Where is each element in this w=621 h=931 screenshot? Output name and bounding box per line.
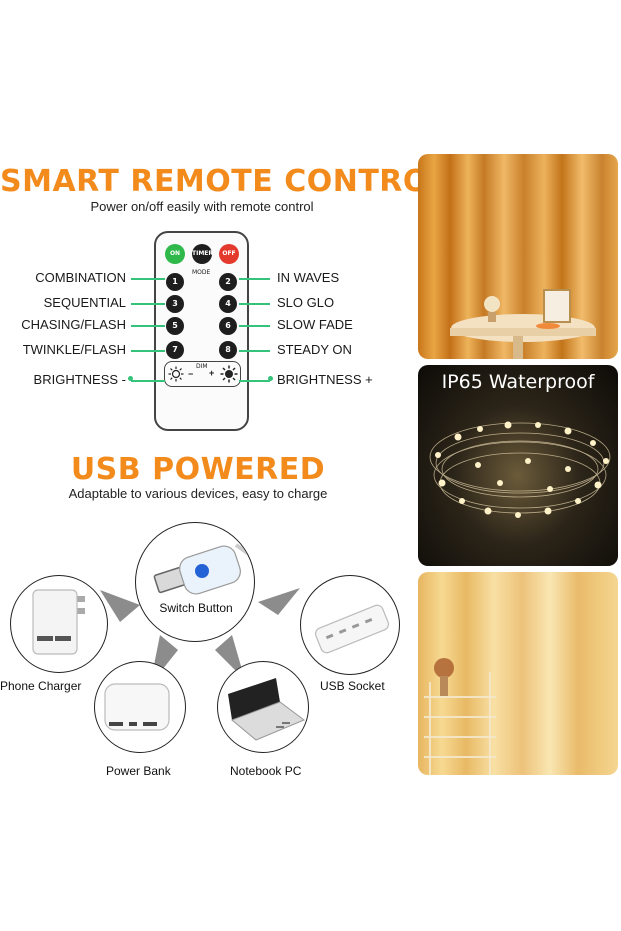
phone-charger-label: Phone Charger [0, 679, 82, 693]
label-slow-fade: SLOW FADE [277, 317, 353, 332]
notebook-label: Notebook PC [230, 764, 302, 778]
mode-label: MODE [192, 269, 211, 276]
mode-button-1[interactable]: 1 [166, 273, 184, 291]
mode-button-4[interactable]: 4 [219, 295, 237, 313]
connector-line [239, 350, 270, 352]
notebook-circle [217, 661, 309, 753]
mode-button-8[interactable]: 8 [219, 341, 237, 359]
room-lights-photo [418, 572, 618, 775]
waterproof-lights-photo: IP65 Waterproof [418, 365, 618, 566]
mode-button-7[interactable]: 7 [166, 341, 184, 359]
curtain-lights-photo [418, 154, 618, 359]
power-bank-icon [104, 683, 170, 731]
label-steady-on: STEADY ON [277, 342, 352, 357]
connector-dot [268, 376, 273, 381]
mode-button-6[interactable]: 6 [219, 317, 237, 335]
phone-charger-icon [32, 589, 85, 655]
table-scene-illustration [450, 289, 596, 359]
dim-minus: − [188, 369, 194, 379]
remote-control: ON TIMER OFF MODE 1 2 3 4 5 6 7 8 DIM − … [154, 231, 249, 431]
label-combination: COMBINATION [35, 270, 126, 285]
mode-button-3[interactable]: 3 [166, 295, 184, 313]
power-bank-circle [94, 661, 186, 753]
brightness-down-icon[interactable] [168, 366, 184, 382]
connector-line [239, 380, 270, 382]
dim-control [164, 361, 241, 387]
timer-button[interactable]: TIMER [192, 244, 213, 264]
usb-section-subtitle: Adaptable to various devices, easy to ch… [68, 486, 328, 501]
connector-line [239, 278, 270, 280]
mode-button-5[interactable]: 5 [166, 317, 184, 335]
label-in-waves: IN WAVES [277, 270, 340, 285]
connector-line [131, 380, 165, 382]
brightness-up-icon[interactable] [220, 365, 238, 383]
switch-button-label: Switch Button [159, 601, 233, 615]
mode-button-2[interactable]: 2 [219, 273, 237, 291]
off-button[interactable]: OFF [219, 244, 239, 264]
dim-label: DIM [196, 363, 208, 370]
phone-charger-circle [10, 575, 108, 673]
connector-line [131, 303, 165, 305]
remote-section-subtitle: Power on/off easily with remote control [90, 199, 314, 214]
connector-line [239, 325, 270, 327]
label-slo-glo: SLO GLO [277, 295, 335, 310]
notebook-icon [228, 678, 305, 741]
dim-plus: + [209, 368, 215, 378]
room-scene-illustration [424, 658, 496, 775]
power-bank-label: Power Bank [106, 764, 171, 778]
connector-line [239, 303, 270, 305]
usb-socket-icon [314, 604, 390, 654]
label-brightness-down: BRIGHTNESS - [33, 372, 126, 387]
remote-section-title: SMART REMOTE CONTROL [0, 164, 449, 199]
switch-button-circle: Switch Button [135, 522, 255, 642]
waterproof-label: IP65 Waterproof [441, 371, 595, 393]
coiled-lights-illustration [429, 421, 611, 518]
usb-switch-icon [153, 543, 254, 595]
label-brightness-up: BRIGHTNESS + [277, 372, 373, 387]
usb-socket-label: USB Socket [320, 679, 385, 693]
usb-socket-circle [300, 575, 400, 675]
on-button[interactable]: ON [165, 244, 185, 264]
label-twinkle-flash: TWINKLE/FLASH [22, 342, 126, 357]
connector-line [131, 350, 165, 352]
label-chasing-flash: CHASING/FLASH [21, 317, 126, 332]
usb-section-title: USB POWERED [70, 452, 326, 487]
connector-dot [128, 376, 133, 381]
connector-line [131, 325, 165, 327]
label-sequential: SEQUENTIAL [43, 295, 126, 310]
connector-line [131, 278, 165, 280]
